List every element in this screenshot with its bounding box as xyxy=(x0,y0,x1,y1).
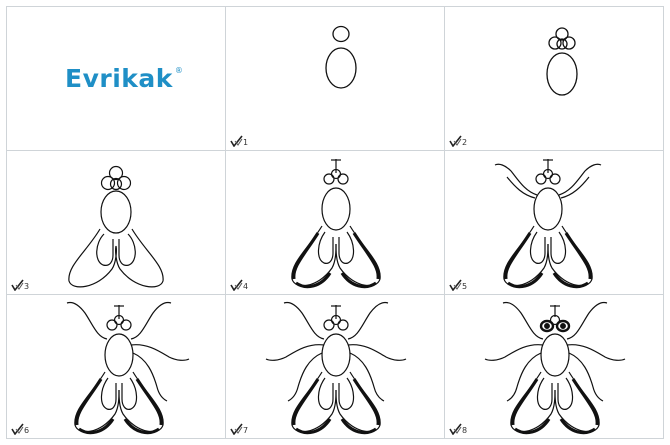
step-3-tag: 3 xyxy=(11,279,29,291)
step-6-tag: 6 xyxy=(11,423,29,435)
pencil-check-icon xyxy=(11,423,24,435)
step-5-cell: 5 xyxy=(445,151,664,295)
step-number: 1 xyxy=(243,139,248,147)
registered-mark: ® xyxy=(175,66,184,75)
step-number: 2 xyxy=(462,139,467,147)
step-3-cell: 3 xyxy=(7,151,226,295)
fly-step-7-drawing xyxy=(226,295,445,439)
step-6-cell: 6 xyxy=(7,295,226,439)
pencil-check-icon xyxy=(230,423,243,435)
step-number: 4 xyxy=(243,283,248,291)
step-8-cell: 8 xyxy=(445,295,664,439)
logo-text: Evrikak xyxy=(65,64,173,93)
step-4-tag: 4 xyxy=(230,279,248,291)
fly-step-8-drawing xyxy=(445,295,664,439)
pencil-check-icon xyxy=(11,279,24,291)
step-2-tag: 2 xyxy=(449,135,467,147)
step-number: 5 xyxy=(462,283,467,291)
step-8-tag: 8 xyxy=(449,423,467,435)
step-1-tag: 1 xyxy=(230,135,248,147)
step-1-cell: 1 xyxy=(226,7,445,151)
logo-cell: Evrikak ® xyxy=(7,7,226,151)
step-number: 3 xyxy=(24,283,29,291)
step-5-tag: 5 xyxy=(449,279,467,291)
step-number: 8 xyxy=(462,427,467,435)
fly-step-3-drawing xyxy=(7,151,226,295)
pencil-check-icon xyxy=(449,135,462,147)
pencil-check-icon xyxy=(230,279,243,291)
fly-step-2-drawing xyxy=(445,7,664,151)
fly-step-5-drawing xyxy=(445,151,664,295)
step-number: 7 xyxy=(243,427,248,435)
brand-logo: Evrikak ® xyxy=(65,64,183,93)
drawing-steps-grid: Evrikak ® 1 2 xyxy=(6,6,664,439)
step-2-cell: 2 xyxy=(445,7,664,151)
step-4-cell: 4 xyxy=(226,151,445,295)
step-7-cell: 7 xyxy=(226,295,445,439)
step-7-tag: 7 xyxy=(230,423,248,435)
fly-step-6-drawing xyxy=(7,295,226,439)
fly-step-1-drawing xyxy=(226,7,445,151)
pencil-check-icon xyxy=(449,423,462,435)
step-number: 6 xyxy=(24,427,29,435)
pencil-check-icon xyxy=(230,135,243,147)
fly-step-4-drawing xyxy=(226,151,445,295)
pencil-check-icon xyxy=(449,279,462,291)
